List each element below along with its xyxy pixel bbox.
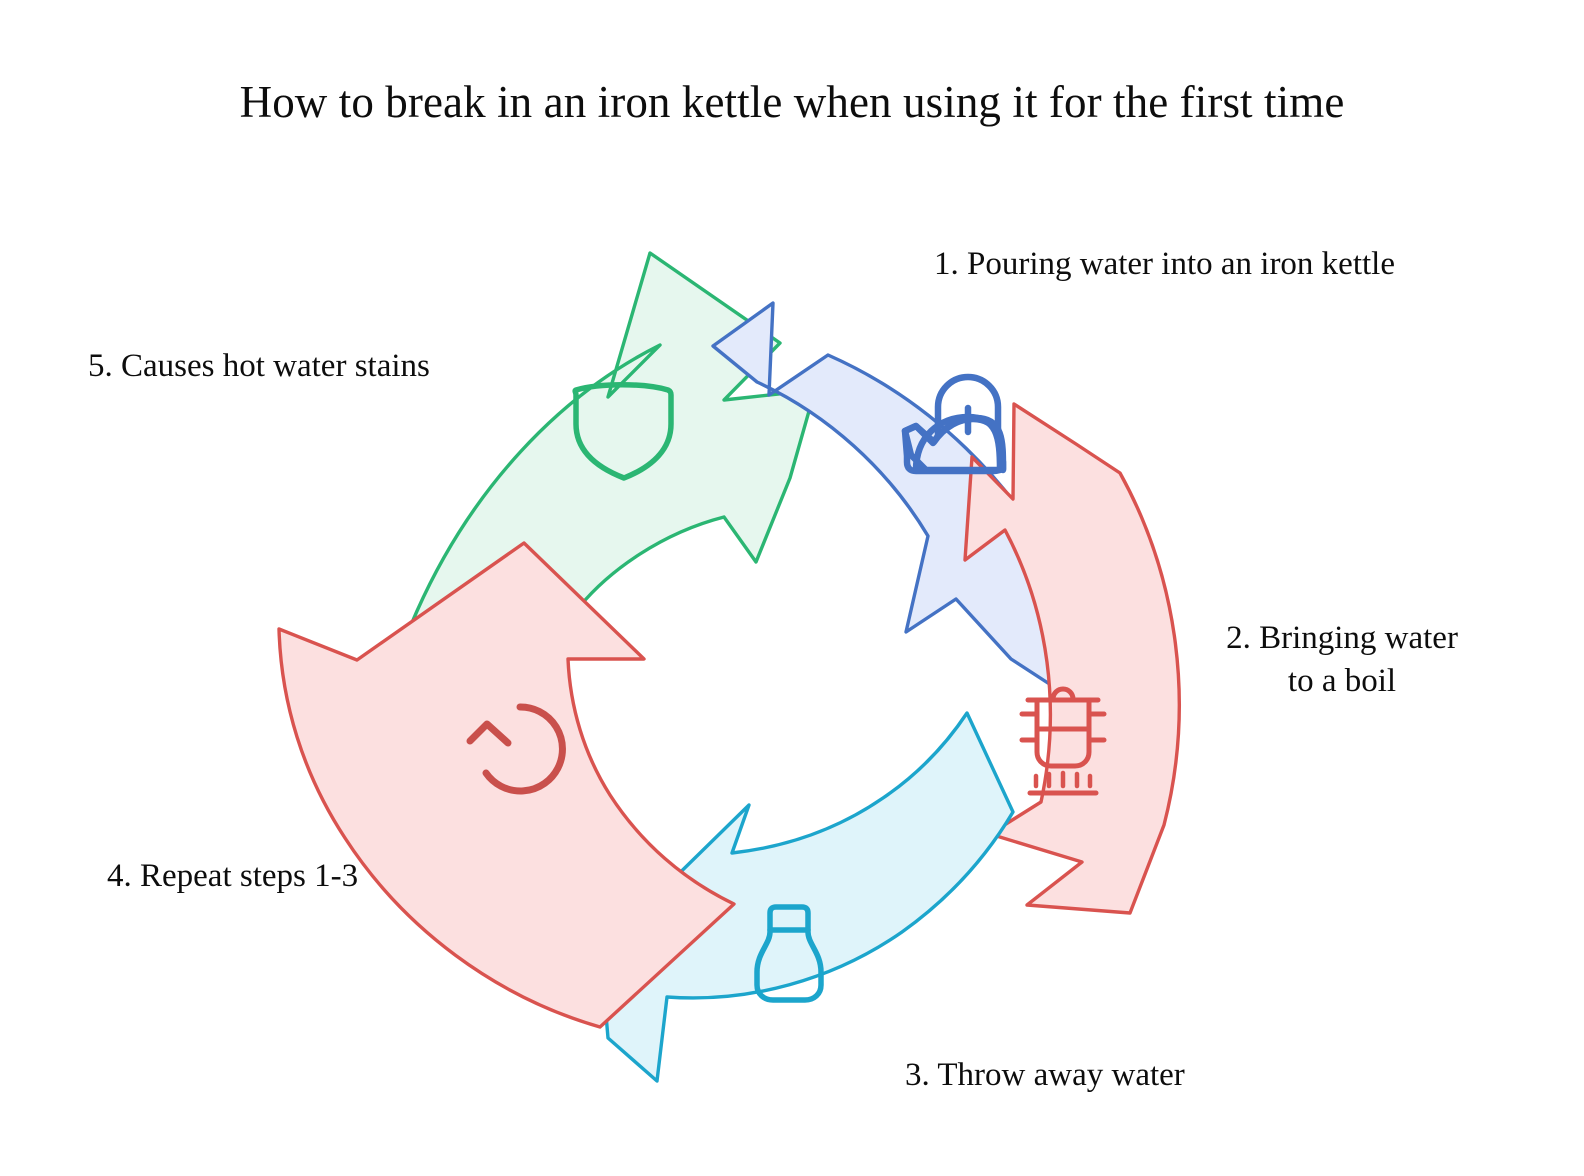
page-title: How to break in an iron kettle when usin… [239, 77, 1345, 127]
step-label-5: 5. Causes hot water stains [88, 348, 430, 384]
pot-lid-knob [1050, 686, 1076, 702]
kettle-icon [901, 373, 1007, 475]
shield-icon [572, 382, 674, 481]
step-label-4: 4. Repeat steps 1-3 [107, 858, 359, 894]
shield-outline [572, 382, 674, 481]
step-label-1: 1. Pouring water into an iron kettle [934, 246, 1395, 282]
pot-heat-marks [1033, 770, 1093, 789]
segment-3-cyan[interactable] [592, 711, 1015, 1083]
pot-body [1034, 697, 1092, 769]
refresh-circle-arc [482, 703, 566, 795]
bottle-outline [754, 904, 824, 1003]
kettle-handle-arc [934, 373, 1002, 440]
segment-3-arrow-shape[interactable] [592, 711, 1015, 1083]
kettle-outline [901, 415, 1007, 475]
refresh-arrow-icon [466, 703, 566, 795]
step-label-3: 3. Throw away water [905, 1057, 1185, 1093]
bottle-icon [754, 904, 824, 1003]
cooking-pot-icon [1019, 686, 1107, 796]
step-label-2: 2. Bringing water to a boil [1226, 620, 1458, 699]
refresh-arrow-head [466, 720, 512, 747]
